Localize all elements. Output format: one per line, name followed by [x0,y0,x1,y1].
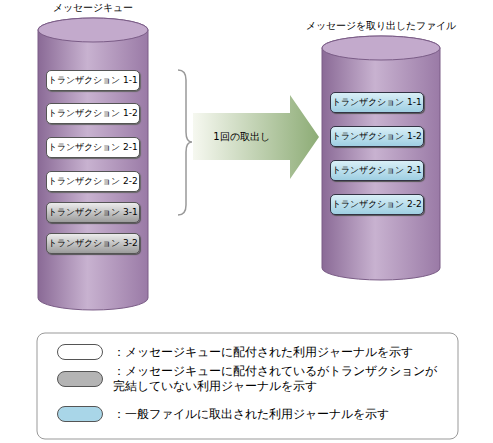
legend-swatch [57,344,103,360]
box-label: トランザクション 1-2 [332,131,422,142]
legend-swatch [57,406,103,422]
legend-frame [37,333,458,439]
arrow-label: 1回の取出し [193,113,290,160]
cylinder-top [38,18,148,42]
legend-row: ：メッセージキューに配付されているがトランザクションが完結していない利用ジャーナ… [57,364,452,394]
box-label: トランザクション 1-2 [48,108,138,119]
transfer-arrow: 1回の取出し [193,95,319,179]
cylinder-outline [322,36,440,280]
legend-row: ：一般ファイルに取出された利用ジャーナルを示す [57,406,452,422]
box-label: トランザクション 2-2 [332,199,422,210]
journal-box: トランザクション 1-2 [46,103,140,124]
cylinder-top [322,36,440,60]
box-label: トランザクション 3-1 [48,207,138,218]
journal-box: トランザクション 2-1 [46,137,140,158]
storage-title: メッセージキュー [0,2,188,14]
legend-text: ：メッセージキューに配付された利用ジャーナルを示す [113,345,448,360]
queue-cylinder: メッセージキュートランザクション 1-1トランザクション 1-2トランザクション… [38,18,148,310]
legend-swatch [57,371,103,387]
box-label: トランザクション 3-2 [48,238,138,249]
extracted-journal-box: トランザクション 2-2 [330,194,424,215]
legend-text: ：一般ファイルに取出された利用ジャーナルを示す [113,407,448,422]
box-label: トランザクション 1-1 [48,75,138,86]
pending-journal-box: トランザクション 3-1 [46,202,140,223]
file-cylinder: メッセージを取り出したファイルトランザクション 1-1トランザクション 1-2ト… [322,36,440,280]
cylinder-body [322,36,440,280]
box-label: トランザクション 2-1 [48,142,138,153]
legend-row: ：メッセージキューに配付された利用ジャーナルを示す [57,344,452,360]
cylinder-outline [38,18,148,310]
box-label: トランザクション 2-2 [48,176,138,187]
legend-text: ：メッセージキューに配付されているがトランザクションが完結していない利用ジャーナ… [113,364,448,394]
box-label: トランザクション 1-1 [332,97,422,108]
storage-title: メッセージを取り出したファイル [282,20,480,32]
journal-box: トランザクション 1-1 [46,70,140,91]
extracted-journal-box: トランザクション 2-1 [330,160,424,181]
extracted-journal-box: トランザクション 1-1 [330,92,424,113]
pending-journal-box: トランザクション 3-2 [46,233,140,254]
extracted-journal-box: トランザクション 1-2 [330,126,424,147]
cylinder-body [38,18,148,310]
arrow-shape [193,95,319,179]
box-label: トランザクション 2-1 [332,165,422,176]
curly-bracket [178,70,192,215]
journal-box: トランザクション 2-2 [46,171,140,192]
